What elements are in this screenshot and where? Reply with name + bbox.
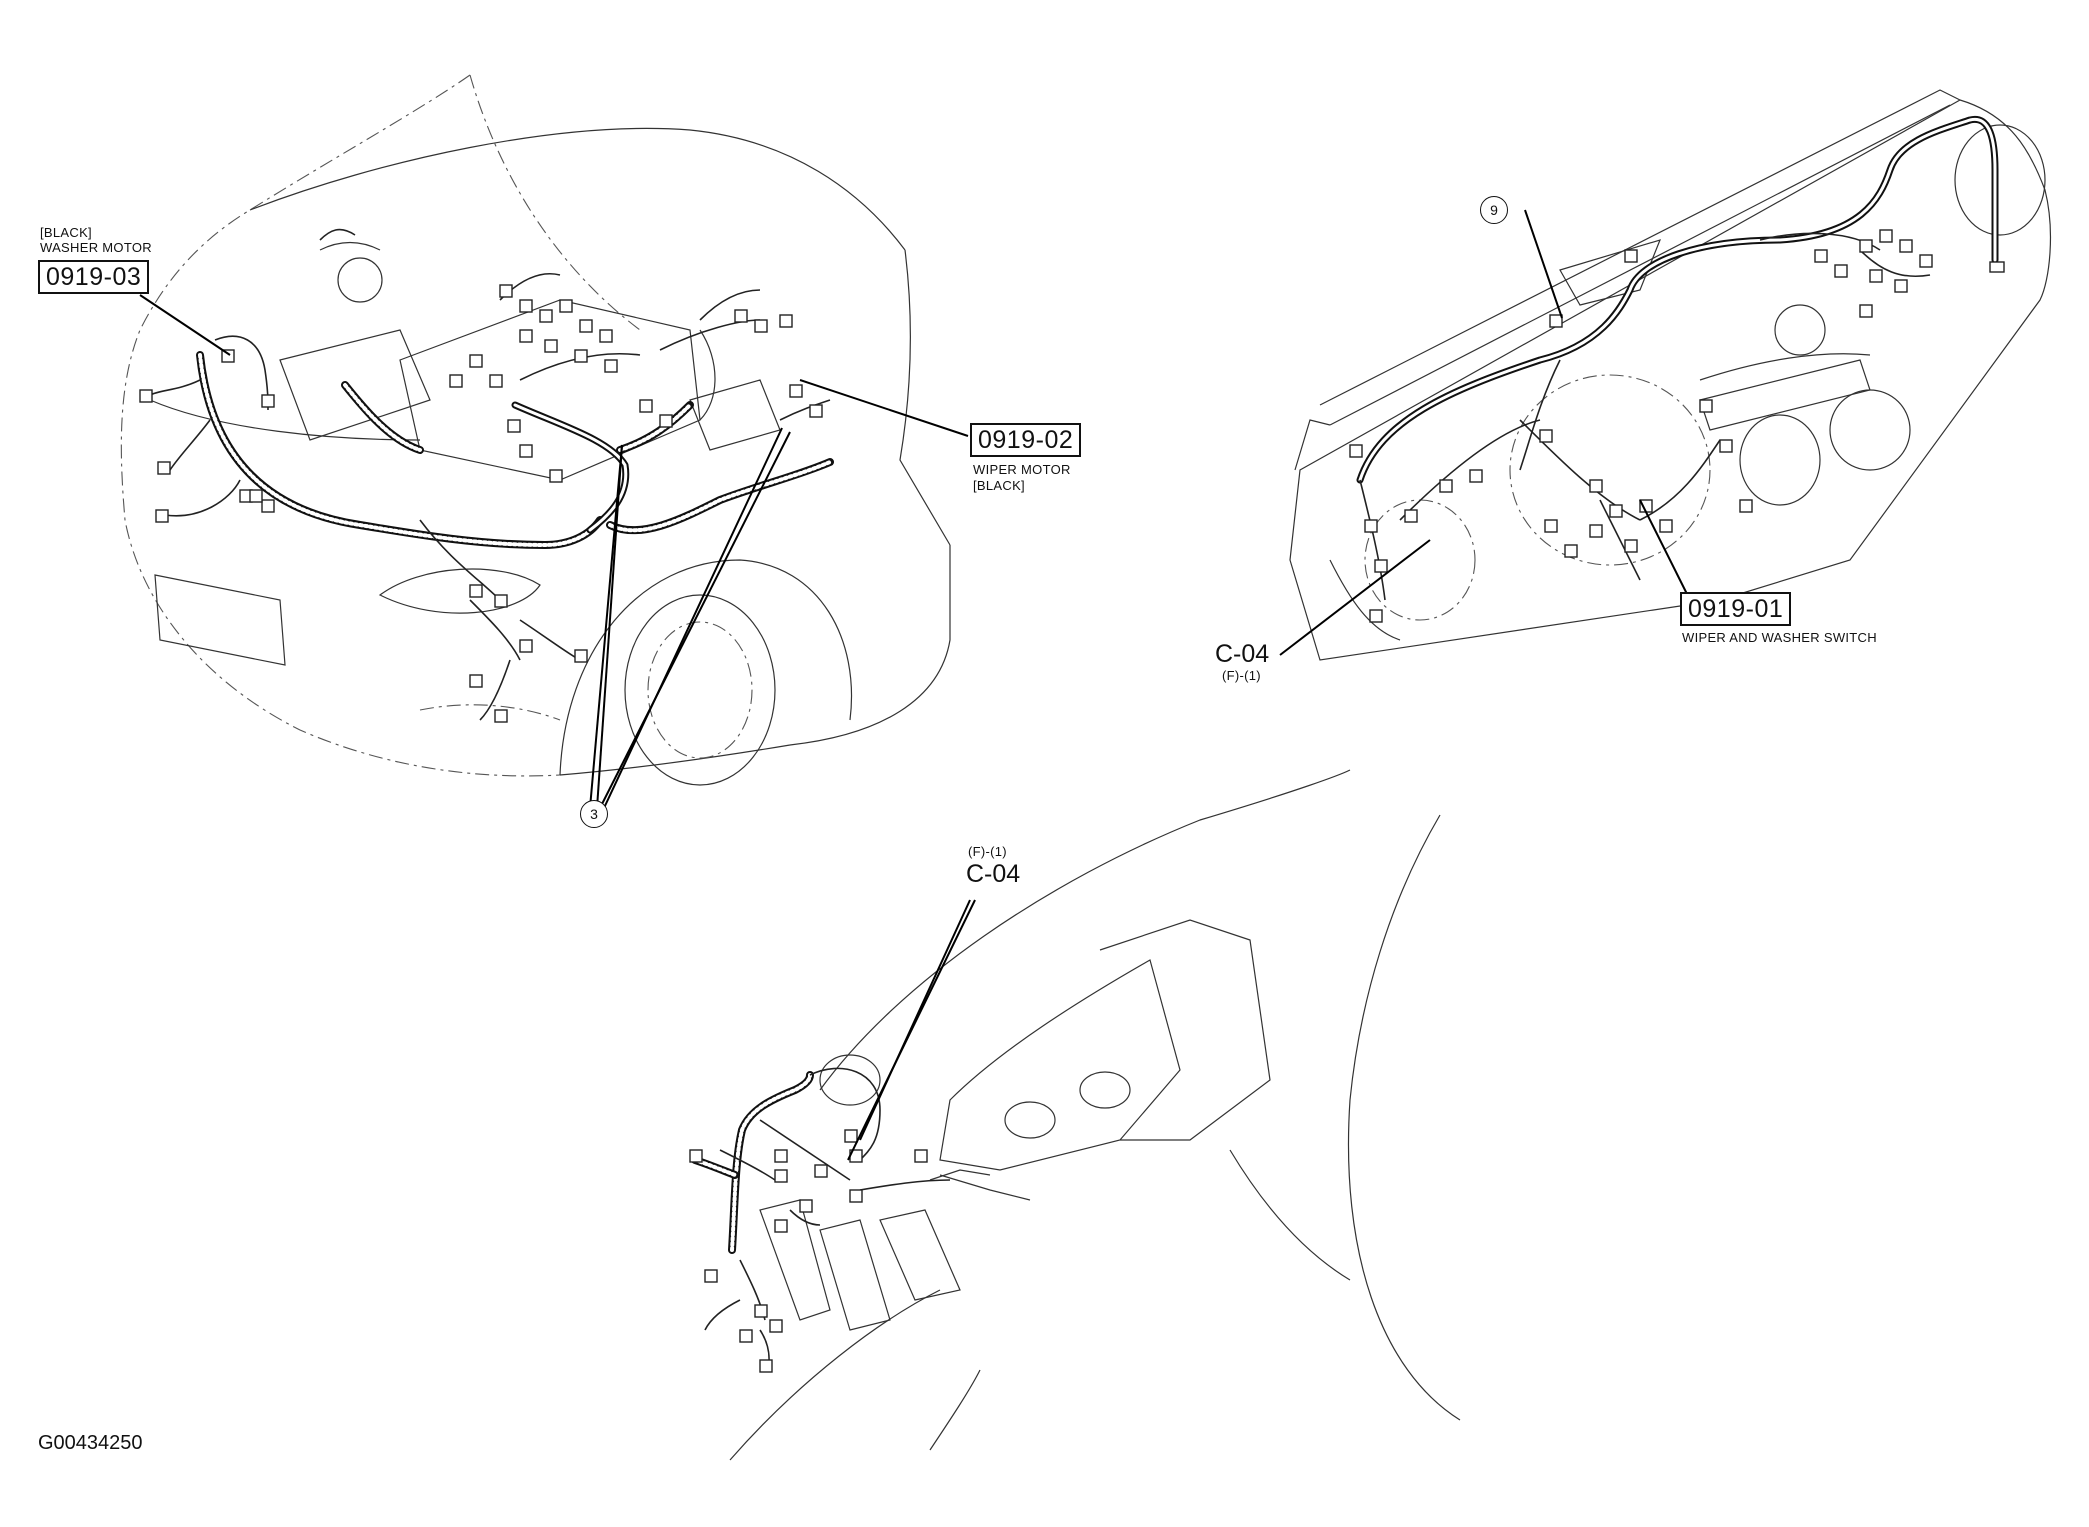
washer-motor-name: WASHER MOTOR (40, 240, 152, 255)
dash-connector-sub: (F)-(1) (1222, 668, 1261, 683)
washer-motor-code: 0919-03 (38, 260, 150, 294)
floor-connector-sub: (F)-(1) (968, 844, 1007, 859)
wiper-motor-name: WIPER MOTOR (973, 462, 1071, 477)
wiper-motor-code: 0919-02 (970, 423, 1082, 457)
dashboard-connectors (1349, 229, 2005, 623)
figure-id: G00434250 (38, 1432, 143, 1454)
engine-connectors (139, 284, 823, 723)
callout-engine-harness: 3 (580, 800, 608, 828)
washer-motor-color: [BLACK] (40, 225, 92, 240)
wiper-motor-color: [BLACK] (973, 478, 1025, 493)
interior-connectors (689, 1129, 928, 1373)
callout-dash-harness: 9 (1480, 196, 1508, 224)
floor-connector-code: C-04 (966, 860, 1021, 888)
dash-connector-code: C-04 (1215, 640, 1270, 668)
wiper-washer-switch-code: 0919-01 (1680, 592, 1792, 626)
interior-view (689, 769, 1461, 1461)
engine-compartment-view (120, 74, 969, 809)
dashboard-view (1279, 89, 2052, 661)
wiper-washer-switch-name: WIPER AND WASHER SWITCH (1682, 630, 1877, 645)
